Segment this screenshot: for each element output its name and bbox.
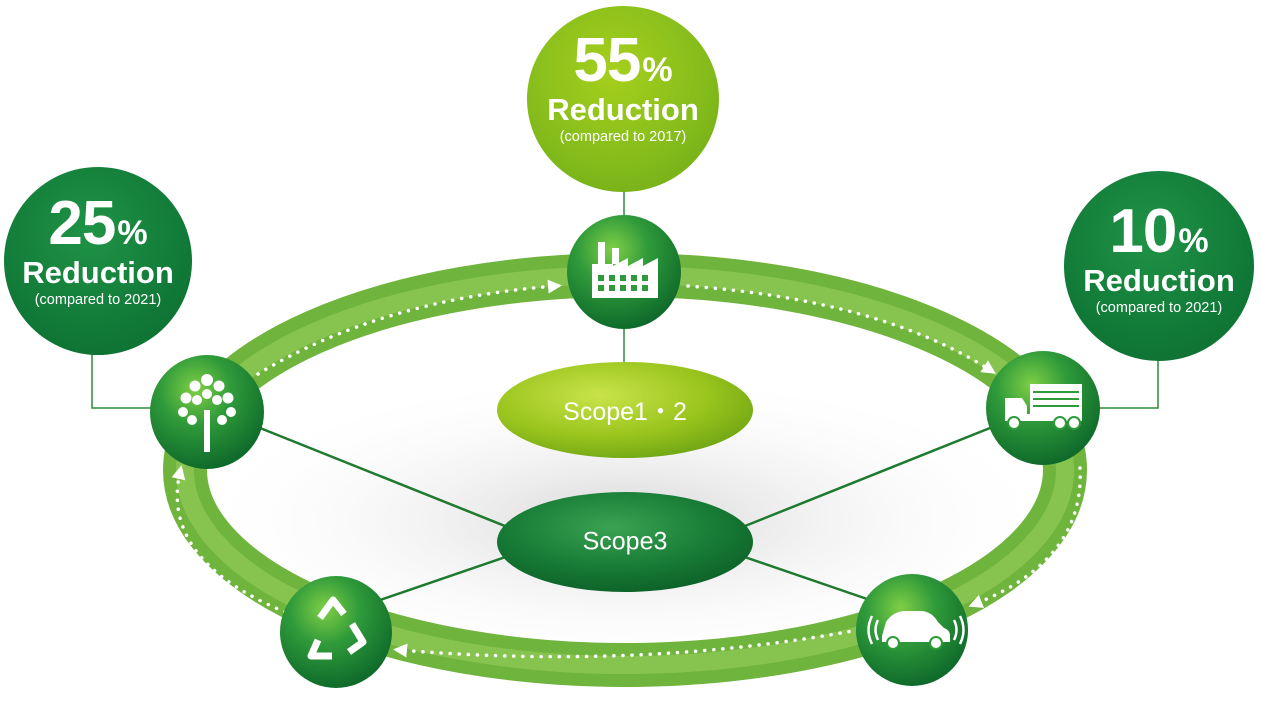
arrow-tree-to-factory bbox=[256, 279, 562, 376]
truck-icon bbox=[1005, 384, 1082, 430]
scope3-connectors bbox=[259, 426, 991, 602]
car-node bbox=[856, 574, 968, 686]
tree-node bbox=[150, 355, 264, 469]
downstream-target-badge: 10% Reduction (compared to 2021) bbox=[1064, 171, 1254, 361]
baseline-note: (compared to 2021) bbox=[34, 291, 162, 308]
truck-node bbox=[986, 351, 1100, 465]
factory-icon bbox=[592, 242, 658, 298]
upstream-target-badge: 25% Reduction (compared to 2021) bbox=[4, 167, 192, 355]
baseline-note: (compared to 2021) bbox=[1095, 299, 1223, 316]
arrow-factory-to-truck bbox=[686, 284, 996, 374]
arrow-recycle-to-tree bbox=[171, 465, 287, 614]
badge-connectors bbox=[91, 190, 1159, 409]
recycle-icon bbox=[307, 596, 367, 660]
percent-value: 10 bbox=[1109, 197, 1177, 266]
percent-sign: % bbox=[117, 214, 148, 252]
reduction-label: Reduction bbox=[22, 255, 174, 290]
reduction-label: Reduction bbox=[1083, 263, 1235, 298]
recycle-node bbox=[280, 576, 392, 688]
reduction-label: Reduction bbox=[547, 92, 699, 127]
scope12-label: Scope1・2 bbox=[563, 398, 687, 426]
scope12-ellipse bbox=[497, 362, 753, 458]
factory-node bbox=[567, 215, 681, 329]
percent-value: 25 bbox=[48, 189, 116, 258]
scope3-ellipse bbox=[497, 492, 753, 592]
scope3-label: Scope3 bbox=[582, 527, 668, 556]
scope12-target-badge: 55% Reduction (compared to 2017) bbox=[527, 6, 719, 192]
baseline-note: (compared to 2017) bbox=[559, 128, 687, 145]
percent-sign: % bbox=[1178, 222, 1209, 260]
car-icon bbox=[867, 611, 965, 650]
tree-icon bbox=[178, 374, 236, 452]
cycle-arrows bbox=[171, 279, 1082, 659]
percent-sign: % bbox=[642, 51, 673, 89]
percent-value: 55 bbox=[573, 26, 641, 95]
